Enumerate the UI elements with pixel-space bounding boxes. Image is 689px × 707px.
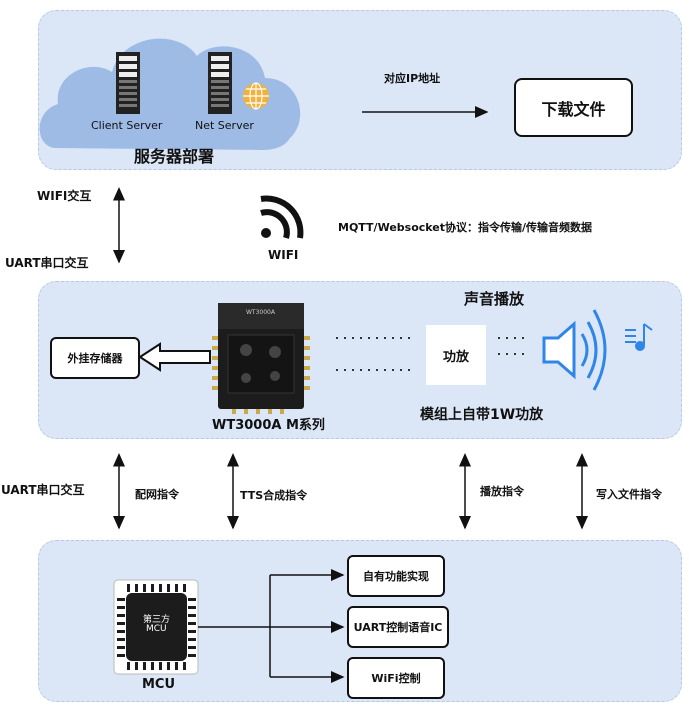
amplifier-box: 功放: [426, 325, 486, 385]
net-server-label: Net Server: [195, 119, 254, 132]
ip-label: 对应IP地址: [384, 72, 441, 85]
module-name-label: WT3000A M系列: [212, 418, 325, 433]
wt3000a-module-chip: [212, 303, 310, 414]
net-server-icon: [208, 52, 269, 114]
client-server-label: Client Server: [91, 119, 163, 132]
module-amp-dots: [336, 337, 410, 371]
amp-note-label: 模组上自带1W功放: [420, 407, 544, 423]
sound-play-title: 声音播放: [464, 290, 525, 308]
wifi-icon: [260, 195, 304, 239]
amp-speaker-dots: [498, 337, 526, 355]
cloud-icon: [39, 38, 301, 150]
mcu-chip-icon: [113, 579, 199, 675]
function-box-own: 自有功能实现: [347, 555, 445, 597]
client-server-icon: [116, 52, 140, 114]
mcu-chip-line1: 第三方: [143, 615, 171, 625]
mcu-function-connectors: [198, 569, 345, 683]
download-file-box: 下载文件: [514, 78, 633, 137]
mcu-chip-line2: MCU: [146, 624, 167, 634]
wifi-label: WIFI: [268, 248, 299, 262]
function-box-uart: UART控制语音IC: [347, 606, 449, 648]
play-cmd-label: 播放指令: [480, 485, 524, 498]
storage-arrow: [138, 342, 211, 372]
module-chip-text: WT3000A: [246, 309, 275, 316]
music-note-icon: [625, 323, 653, 351]
external-storage-box: 外挂存储器: [50, 337, 140, 379]
deploy-title: 服务器部署: [134, 147, 215, 166]
function-box-wifi: WiFi控制: [347, 657, 445, 699]
write-cmd-label: 写入文件指令: [596, 488, 662, 501]
mcu-label: MCU: [142, 677, 176, 692]
uart-interact-label-1: UART串口交互: [5, 256, 89, 270]
wifi-interact-label: WIFI交互: [37, 189, 92, 203]
net-cmd-label: 配网指令: [135, 488, 179, 501]
tts-cmd-label: TTS合成指令: [240, 489, 308, 502]
mqtt-label: MQTT/Websocket协议：指令传输/传输音频数据: [338, 221, 593, 234]
speaker-icon: [542, 309, 607, 391]
uart-interact-label-2: UART串口交互: [1, 483, 85, 497]
